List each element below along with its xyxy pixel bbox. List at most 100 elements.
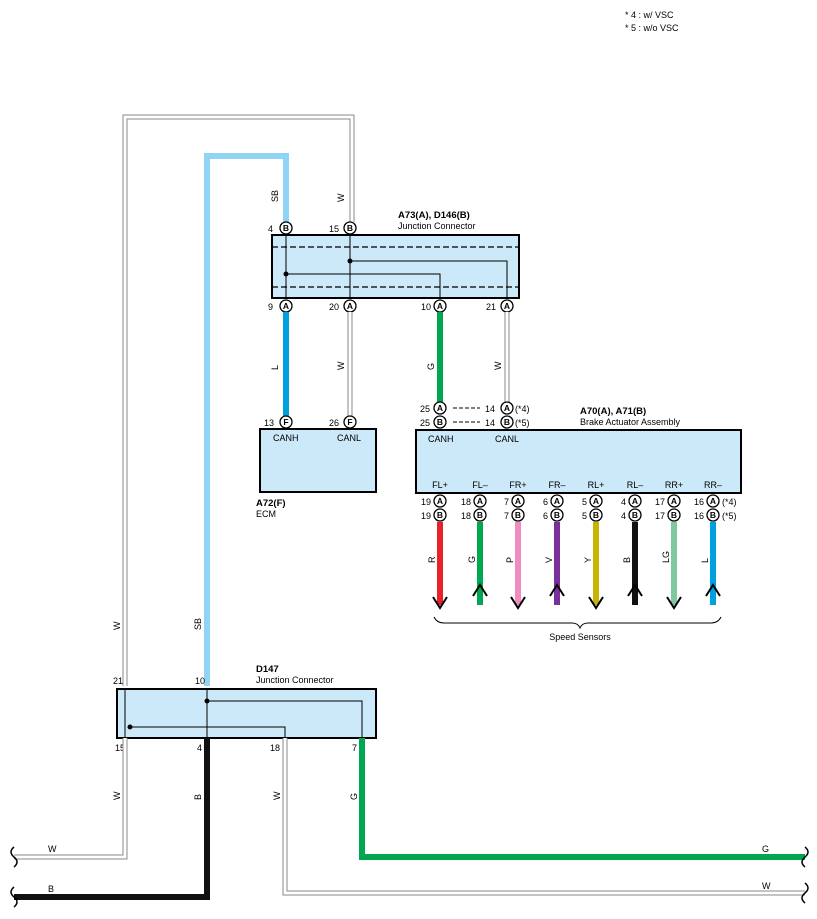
wire-label-w-right: W [493, 361, 503, 370]
arrow-up-icon [472, 583, 488, 597]
sensor-wire-label: Y [583, 557, 593, 563]
a73-pin-9: 9 A [268, 299, 293, 313]
a70-desc: Brake Actuator Assembly [580, 417, 681, 427]
svg-text:14: 14 [485, 404, 495, 414]
sensor-wire-label: V [544, 557, 554, 563]
sensor-pin-b [628, 508, 642, 522]
sensor-pin-b [589, 508, 603, 522]
ecm-canh: CANH [273, 433, 299, 443]
sensor-wire-label: P [505, 557, 515, 563]
sensor-note-4: (*4) [722, 497, 737, 507]
sensor-pin-b [433, 508, 447, 522]
arrow-down-icon [666, 596, 682, 610]
sensor-pin-a-letter: A [437, 496, 443, 506]
break-mark-right-1 [801, 846, 809, 868]
d147-pin-21: 21 [113, 676, 123, 686]
sensor-label: FL+ [432, 480, 448, 490]
sensor-pin-b-num: 17 [655, 511, 665, 521]
sensor-label: RR+ [665, 480, 683, 490]
actuator-canl: CANL [495, 434, 519, 444]
sensor-pin-b-num: 5 [582, 511, 587, 521]
wire-label-g-exit: G [762, 844, 769, 854]
a73-pin-10: 10 A [421, 299, 447, 313]
sensor-label: RL+ [588, 480, 605, 490]
d147-pin-18: 18 [270, 743, 280, 753]
wire-label-w-top: W [336, 193, 346, 202]
sensor-pin-a [433, 494, 447, 508]
svg-text:20: 20 [329, 302, 339, 312]
sensor-pin-a [550, 494, 564, 508]
a73-pin-15: 15 B [329, 221, 357, 235]
sensor-pin-a-num: 16 [694, 497, 704, 507]
a73-junction-connector [271, 234, 520, 299]
a72-desc: ECM [256, 509, 276, 519]
svg-text:(*5): (*5) [515, 418, 530, 428]
break-mark-right-2 [801, 882, 809, 904]
sensor-pin-a-num: 17 [655, 497, 665, 507]
w-wire-exit-18 [282, 738, 805, 896]
sensor-pin-a [511, 494, 525, 508]
wire-label-g-mid: G [426, 363, 436, 370]
sensor-label: RR– [704, 480, 722, 490]
sensor-label: FR+ [509, 480, 526, 490]
sensor-pin-b-letter: B [671, 510, 677, 520]
sensor-pin-a-letter: A [671, 496, 677, 506]
sensor-pin-b-num: 4 [621, 511, 626, 521]
d147-pin-4: 4 [197, 743, 202, 753]
svg-text:A: A [504, 403, 510, 413]
a70-name: A70(A), A71(B) [580, 406, 646, 417]
sensor-pin-a-letter: A [710, 496, 716, 506]
sensor-pin-a-letter: A [554, 496, 560, 506]
wire-label-w-mid: W [336, 361, 346, 370]
wire-label-b-exit: B [48, 884, 54, 894]
w-wire-exit-15 [14, 738, 128, 860]
sensor-pin-b-letter: B [632, 510, 638, 520]
sensor-pin-a [667, 494, 681, 508]
svg-text:B: B [347, 223, 353, 233]
arrow-down-icon [432, 596, 448, 610]
sensor-pin-b [550, 508, 564, 522]
sensor-pin-b-letter: B [437, 510, 443, 520]
sensor-pin-a [706, 494, 720, 508]
sensor-pin-a-letter: A [632, 496, 638, 506]
sensor-pin-a-num: 4 [621, 497, 626, 507]
svg-text:25: 25 [420, 404, 430, 414]
sensor-pin-b-letter: B [477, 510, 483, 520]
wire-label-w-d2: W [272, 791, 282, 800]
d147-pin-15: 15 [115, 743, 125, 753]
wire-label-l: L [270, 365, 280, 370]
arrow-up-icon [627, 583, 643, 597]
break-mark-left-2 [10, 886, 18, 908]
sensor-wire-label: G [467, 556, 477, 563]
wire-label-g-d: G [349, 793, 359, 800]
sensor-pin-a-num: 5 [582, 497, 587, 507]
sensor-pin-b-num: 19 [421, 511, 431, 521]
a72-name: A72(F) [256, 498, 286, 509]
sensor-wire-label: B [622, 557, 632, 563]
svg-text:(*4): (*4) [515, 404, 530, 414]
a73-pin-21: 21 A [486, 299, 514, 313]
break-mark-left-1 [10, 846, 18, 868]
sensor-pin-b-num: 18 [461, 511, 471, 521]
sensor-pin-a-num: 19 [421, 497, 431, 507]
sensor-pin-b-letter: B [593, 510, 599, 520]
svg-text:A: A [504, 301, 510, 311]
svg-text:B: B [283, 223, 289, 233]
wire-label-w-exit2: W [762, 881, 771, 891]
note-1: * 4 : w/ VSC [625, 10, 674, 20]
wire-label-w-left: W [112, 621, 122, 630]
a72-pin-13: 13 F [264, 415, 293, 429]
svg-text:B: B [437, 417, 443, 427]
ecm-box [259, 428, 377, 493]
sensor-pin-b-num: 6 [543, 511, 548, 521]
a70-can-pins: 25 A 25 B 14 A (*4) 14 B (*5) [420, 401, 530, 429]
sensor-pin-a [589, 494, 603, 508]
svg-text:14: 14 [485, 418, 495, 428]
a73-pin-20: 20 A [329, 299, 357, 313]
sensor-pin-a-num: 6 [543, 497, 548, 507]
